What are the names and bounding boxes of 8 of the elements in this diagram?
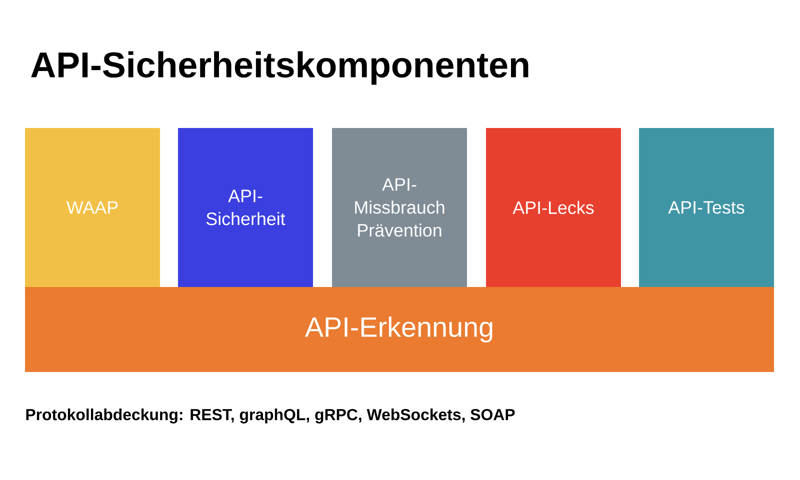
category-box: API-Missbrauch Prävention (332, 128, 467, 287)
category-band: API-Erkennung (25, 287, 774, 372)
category-box: WAAP (25, 128, 160, 287)
category-box: API-Sicherheit (178, 128, 313, 287)
category-box: API-Lecks (486, 128, 621, 287)
category-box: API-Tests (639, 128, 774, 287)
title: API-Sicherheitskomponenten (31, 51, 528, 85)
note: Protokollabdeckung: REST, graphQL, gRPC, WebSockets, SOAP (26, 408, 515, 424)
